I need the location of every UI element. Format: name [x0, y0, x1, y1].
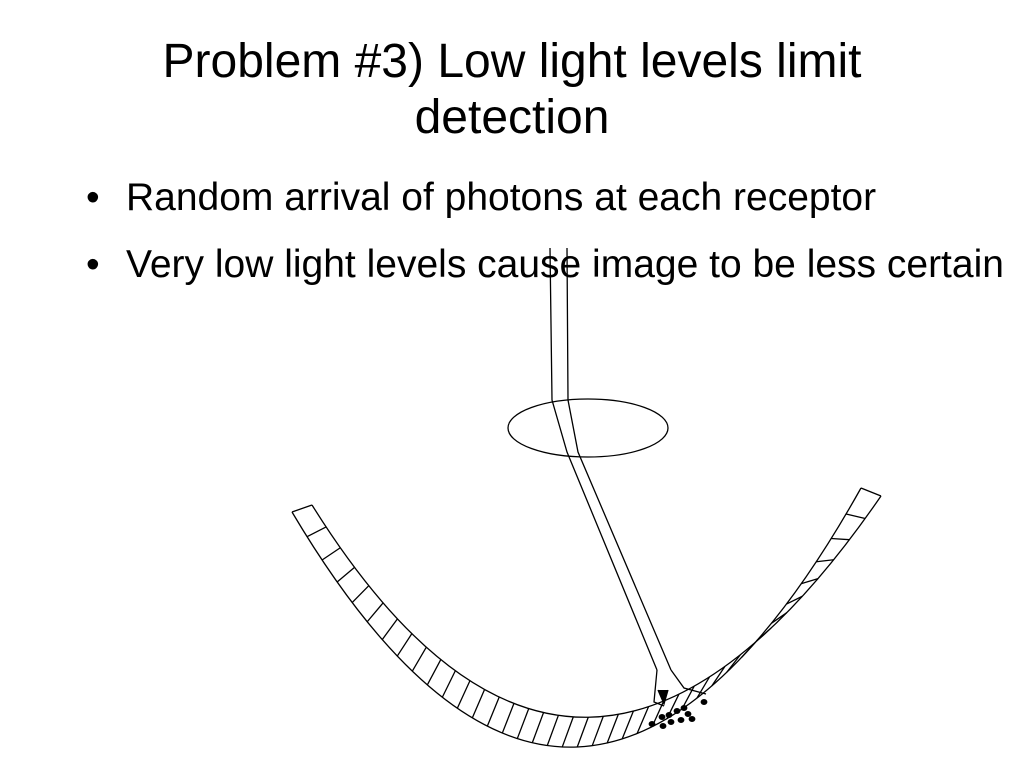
- receptor-divider: [696, 676, 711, 699]
- bullet-list: • Random arrival of photons at each rece…: [86, 170, 1016, 304]
- receptor-divider: [831, 537, 850, 541]
- receptor-divider: [306, 526, 327, 538]
- bullet-dot: •: [86, 243, 100, 286]
- bullet-item: • Random arrival of photons at each rece…: [86, 170, 1016, 226]
- bullet-text-2: Very low light levels cause image to be …: [126, 243, 1004, 286]
- receptor-divider: [636, 706, 650, 734]
- photon-dot: [700, 699, 708, 705]
- photon-dot: [680, 705, 688, 711]
- receptor-divider: [606, 714, 619, 744]
- receptor-divider: [351, 585, 370, 603]
- lens-ellipse: [507, 398, 669, 458]
- receptor-divider: [366, 602, 384, 623]
- photon-dots: [648, 699, 708, 729]
- receptor-divider: [845, 513, 866, 520]
- photon-dot: [688, 716, 696, 722]
- bullet-text-1: Random arrival of photons at each recept…: [126, 176, 877, 219]
- receptor-divider: [786, 595, 803, 605]
- photon-dot: [667, 719, 675, 725]
- receptor-divider: [771, 612, 788, 624]
- receptor-divider: [576, 717, 589, 748]
- receptor-divider: [516, 708, 530, 739]
- photon-dot: [648, 721, 656, 727]
- receptor-divider: [291, 504, 313, 513]
- receptor-divider: [471, 689, 486, 719]
- receptor-divider: [456, 680, 471, 709]
- receptor-divider: [801, 577, 819, 585]
- slide-title: Problem #3) Low light levels limit detec…: [0, 34, 1024, 146]
- receptor-divider: [756, 627, 772, 642]
- receptor-divider: [561, 716, 574, 748]
- receptor-divider: [336, 566, 355, 583]
- receptor-divider: [426, 659, 442, 686]
- receptor-divider: [411, 646, 427, 672]
- light-beam-right: [566, 247, 672, 671]
- receptor-divider: [501, 703, 515, 734]
- receptor-ticks: [291, 487, 882, 748]
- photon-dot: [673, 708, 681, 714]
- retina-outer-edge: [291, 487, 862, 748]
- receptor-divider: [741, 641, 757, 658]
- photon-dot: [658, 714, 666, 720]
- photon-dot: [665, 712, 673, 718]
- bullet-dot: •: [86, 176, 100, 219]
- receptor-divider: [486, 696, 500, 727]
- light-beam-left: [549, 247, 658, 671]
- retina-inner-edge: [311, 495, 882, 718]
- receptor-divider: [441, 670, 456, 698]
- receptor-divider: [816, 559, 834, 563]
- receptor-divider: [381, 618, 398, 640]
- receptor-divider: [321, 547, 341, 561]
- arrow-head: [657, 689, 669, 706]
- bullet-item: • Very low light levels cause image to b…: [86, 237, 1016, 293]
- receptor-divider: [396, 633, 413, 657]
- photon-dot: [684, 711, 692, 717]
- receptor-divider: [711, 666, 726, 687]
- slide-title-line1: Problem #3) Low light levels limit: [162, 35, 862, 88]
- receptor-divider: [531, 712, 545, 743]
- receptor-divider: [591, 716, 604, 746]
- receptor-divider: [860, 487, 882, 497]
- slide-title-line2: detection: [414, 91, 610, 144]
- receptor-divider: [726, 654, 741, 673]
- receptor-divider: [621, 710, 634, 740]
- photon-dot: [677, 717, 685, 723]
- focal-cone: [653, 669, 707, 707]
- receptor-divider: [546, 715, 560, 746]
- photon-dot: [659, 723, 667, 729]
